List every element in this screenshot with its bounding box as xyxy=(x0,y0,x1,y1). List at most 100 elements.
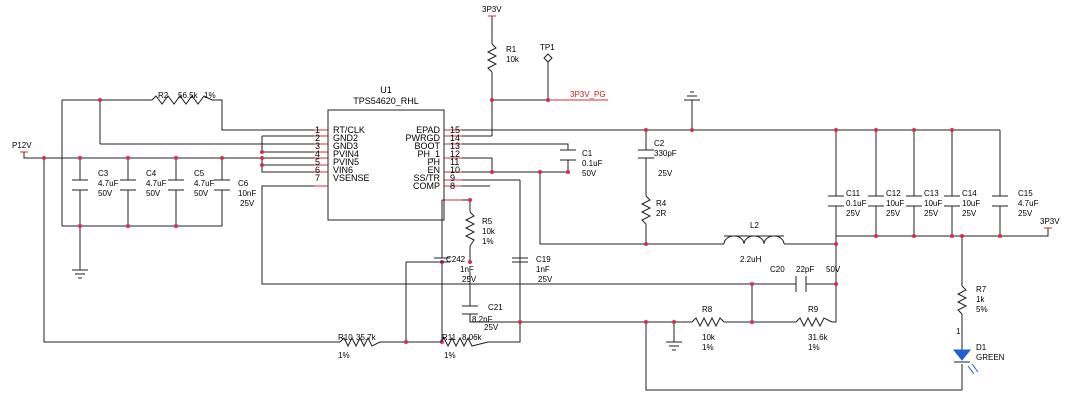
capacitor-c21: C21 8.2nF 25V xyxy=(462,303,503,332)
ground-symbols xyxy=(72,91,700,351)
ic-pin-num: 11 xyxy=(450,157,459,167)
capacitor-c6: C6 10nF 25V xyxy=(214,179,256,208)
capacitor-c1: C1 0.1uF 50V xyxy=(560,149,603,178)
net-3p3v-pg: 3P3V_PG xyxy=(570,90,606,99)
r8-value: 10k xyxy=(702,333,716,342)
pin-stubs xyxy=(314,99,608,201)
r1-ref: R1 xyxy=(506,45,517,54)
r5-value: 10k xyxy=(482,227,496,236)
c4-ref: C4 xyxy=(146,169,157,178)
ic-pin-num: 9 xyxy=(450,173,455,183)
c242-value: 1nF xyxy=(460,265,474,274)
c6-ref: C6 xyxy=(238,179,249,188)
c12-ref: C12 xyxy=(886,189,901,198)
ic-pin-name: EN xyxy=(427,165,440,175)
c4-volt: 50V xyxy=(146,189,161,198)
capacitor-c4: C4 4.7uF 50V xyxy=(120,169,167,198)
r8-tol: 1% xyxy=(702,343,714,352)
resistor-r4: R4 2R xyxy=(640,195,667,225)
ic-part: TPS54620_RHL xyxy=(353,96,419,106)
c21-volt: 25V xyxy=(484,323,499,332)
r4-ref: R4 xyxy=(656,199,667,208)
r9-ref: R9 xyxy=(808,305,819,314)
ic-pin-num: 5 xyxy=(315,157,320,167)
c5-ref: C5 xyxy=(194,169,205,178)
c1-value: 0.1uF xyxy=(582,159,603,168)
c14-ref: C14 xyxy=(962,189,977,198)
c242-volt: 25V xyxy=(462,275,477,284)
ic-pin-num: 1 xyxy=(315,125,320,135)
capacitor-c20: C20 22pF 50V xyxy=(770,265,841,292)
c5-volt: 50V xyxy=(194,189,209,198)
net-labels: P12V 3P3V 3P3V 3P3V_PG xyxy=(12,5,1060,229)
c1-volt: 50V xyxy=(582,169,597,178)
ic-pin-name: RT/CLK xyxy=(333,125,365,135)
c2-ref: C2 xyxy=(654,139,665,148)
r7-value: 1k xyxy=(976,295,985,304)
c20-value: 22pF xyxy=(796,265,814,274)
net-p12v: P12V xyxy=(12,141,32,150)
capacitor-c5: C5 4.7uF 50V xyxy=(168,169,215,198)
capacitor-c13: C13 10uF 25V xyxy=(906,189,942,218)
c15-value: 4.7uF xyxy=(1018,199,1039,208)
c19-ref: C19 xyxy=(536,255,551,264)
ic-pin-num: 8 xyxy=(450,181,455,191)
ic-pin-num: 13 xyxy=(450,141,460,151)
r2-ref: R2 xyxy=(158,91,169,100)
capacitor-c11: C11 0.1uF 25V xyxy=(828,189,867,218)
ground-icon xyxy=(72,269,88,279)
r9-value: 31.6k xyxy=(808,333,829,342)
ic-pin-name: BOOT xyxy=(414,141,440,151)
c5-value: 4.7uF xyxy=(194,179,215,188)
capacitor-c14: C14 10uF 25V xyxy=(944,189,980,218)
capacitor-c19: C19 1nF 25V xyxy=(512,255,553,284)
inductor-l2: L2 2.2uH xyxy=(723,221,785,264)
ic-pin-name: PVIN5 xyxy=(333,157,359,167)
ic-pin-num: 15 xyxy=(450,125,460,135)
capacitor-c3: C3 4.7uF 50V xyxy=(72,169,119,198)
c21-ref: C21 xyxy=(488,303,503,312)
d1-ref: D1 xyxy=(976,343,987,352)
resistor-r11: R11 8.06k 1% xyxy=(439,333,489,360)
ic-pin-name: PWRGD xyxy=(406,133,441,143)
ground-icon xyxy=(666,341,682,351)
net-3p3v-right: 3P3V xyxy=(1040,217,1060,226)
r1-value: 10k xyxy=(506,55,520,64)
ic-pin-num: 6 xyxy=(315,165,320,175)
l2-ref: L2 xyxy=(750,221,759,230)
resistor-r7: R7 1k 5% xyxy=(956,285,988,315)
c2-volt: 25V xyxy=(658,169,673,178)
c21-value: 8.2nF xyxy=(472,315,493,324)
ic-pin-num: 12 xyxy=(450,149,460,159)
c3-ref: C3 xyxy=(98,169,109,178)
c14-volt: 25V xyxy=(962,209,977,218)
c12-value: 10uF xyxy=(886,199,904,208)
c19-volt: 25V xyxy=(538,275,553,284)
junctions xyxy=(42,98,1002,344)
resistor-r8: R8 10k 1% xyxy=(691,305,725,352)
c13-volt: 25V xyxy=(924,209,939,218)
resistor-r9: R9 31.6k 1% xyxy=(795,305,833,352)
r11-ref: R11 xyxy=(442,333,457,342)
net-3p3v-top: 3P3V xyxy=(482,5,502,14)
resistor-r10: R10 35.7k 1% xyxy=(338,333,381,360)
resistor-r5: R5 10k 1% xyxy=(464,211,496,247)
ic-pin-name: SS/TR xyxy=(413,173,440,183)
ic-right-pins: 15EPAD14PWRGD13BOOT12PH_111PH10EN9SS/TR8… xyxy=(406,125,461,191)
resistor-r2: R2 56.5k 1% xyxy=(151,91,216,105)
c12-volt: 25V xyxy=(886,209,901,218)
c11-ref: C11 xyxy=(846,189,861,198)
capacitor-c2: C2 330pF 25V xyxy=(638,139,677,178)
ic-pin-name: PVIN4 xyxy=(333,149,359,159)
r9-tol: 1% xyxy=(808,343,820,352)
c6-value: 10nF xyxy=(238,189,256,198)
led-d1: 1 D1 GREEN xyxy=(952,327,1005,375)
r2-tol: 1% xyxy=(204,91,216,100)
r7-ref: R7 xyxy=(976,285,987,294)
tp1-ref: TP1 xyxy=(540,43,555,52)
c14-value: 10uF xyxy=(962,199,980,208)
ic-ref: U1 xyxy=(380,85,392,95)
c242-ref: C242 xyxy=(446,255,466,264)
